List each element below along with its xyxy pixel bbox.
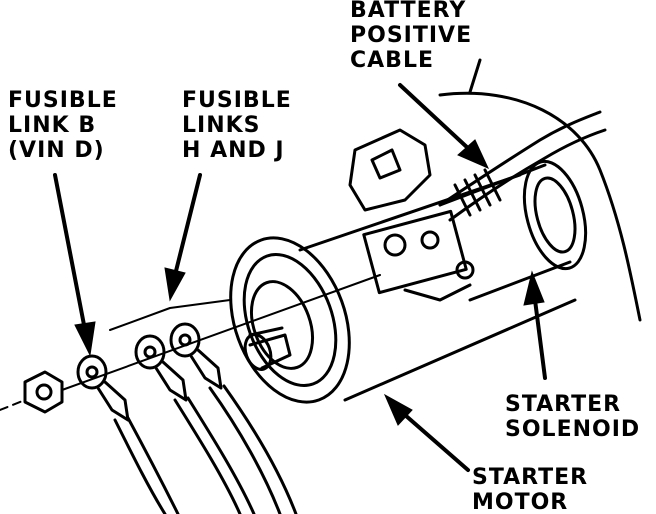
arrow-fusible-link-b [53, 173, 96, 357]
terminal-nut [23, 370, 64, 414]
arrow-battery-cable [398, 83, 490, 169]
arrow-fusible-links-hj [164, 173, 202, 302]
arrow-starter-solenoid [523, 270, 547, 380]
engine-block-outline-2 [468, 58, 482, 94]
fusible-link-h-terminal [134, 334, 256, 514]
fusible-link-j-terminal [169, 322, 298, 514]
label-starter-solenoid: STARTER SOLENOID [505, 392, 641, 442]
fusible-link-b-terminal [76, 354, 180, 514]
label-fusible-link-b: FUSIBLE LINK B (VIN D) [8, 88, 118, 163]
label-battery-positive-cable: BATTERY POSITIVE CABLE [350, 0, 473, 73]
engine-block-outline [438, 91, 642, 322]
solenoid-bracket [348, 128, 475, 302]
label-starter-motor: STARTER MOTOR [472, 465, 589, 514]
arrow-starter-motor [383, 393, 470, 472]
battery-positive-cable [438, 110, 607, 222]
starter-motor-body [229, 173, 577, 404]
stud-centerline-2 [61, 274, 381, 391]
stud-centerline [0, 399, 26, 411]
links-bracket [109, 299, 231, 331]
label-fusible-links-h-and-j: FUSIBLE LINKS H AND J [182, 88, 292, 163]
